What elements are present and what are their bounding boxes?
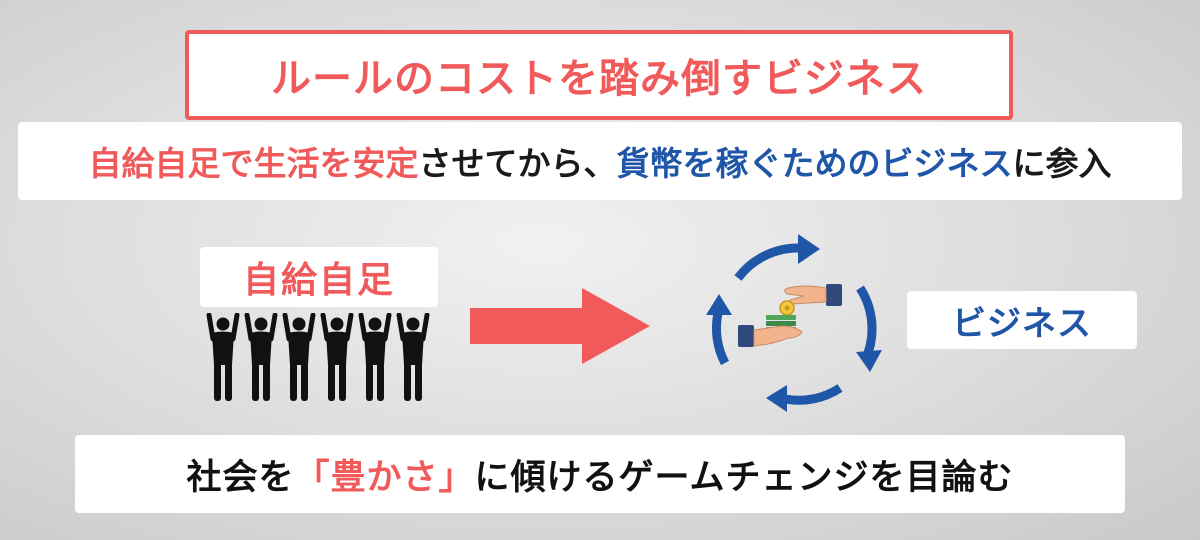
title-text: ルールのコストを踏み倒すビジネス [271,56,927,102]
subtitle-join: に参入 [1012,144,1112,183]
business-label: ビジネス [907,291,1137,349]
self-sufficiency-label: 自給自足 [200,247,438,307]
hands-coins-icon [738,284,842,347]
subtitle-business: 貨幣を稼ぐためのビジネス [616,144,1013,183]
money-exchange-cycle-icon [706,234,882,412]
bottom-message-text: 社会を「豊かさ」に傾けるゲームチェンジを目論む [187,449,1014,500]
bottom-part-society: 社会を [186,457,295,498]
self-sufficiency-label-text: 自給自足 [242,260,395,301]
bottom-part-gamechange: に傾けるゲームチェンジを目論む [474,457,1014,498]
title-box: ルールのコストを踏み倒すビジネス [185,30,1013,120]
people-icon [205,313,435,405]
subtitle-box: 自給自足で生活を安定させてから、貨幣を稼ぐためのビジネスに参入 [18,122,1182,200]
right-arrow-icon [470,288,650,364]
bottom-part-richness: 「豊かさ」 [294,457,475,498]
bottom-message-box: 社会を「豊かさ」に傾けるゲームチェンジを目論む [75,435,1125,513]
subtitle-connector: させてから、 [418,144,617,183]
subtitle-self-sufficiency: 自給自足で生活を安定 [88,144,419,183]
business-label-text: ビジネス [952,303,1092,344]
subtitle-text: 自給自足で生活を安定させてから、貨幣を稼ぐためのビジネスに参入 [89,137,1112,185]
